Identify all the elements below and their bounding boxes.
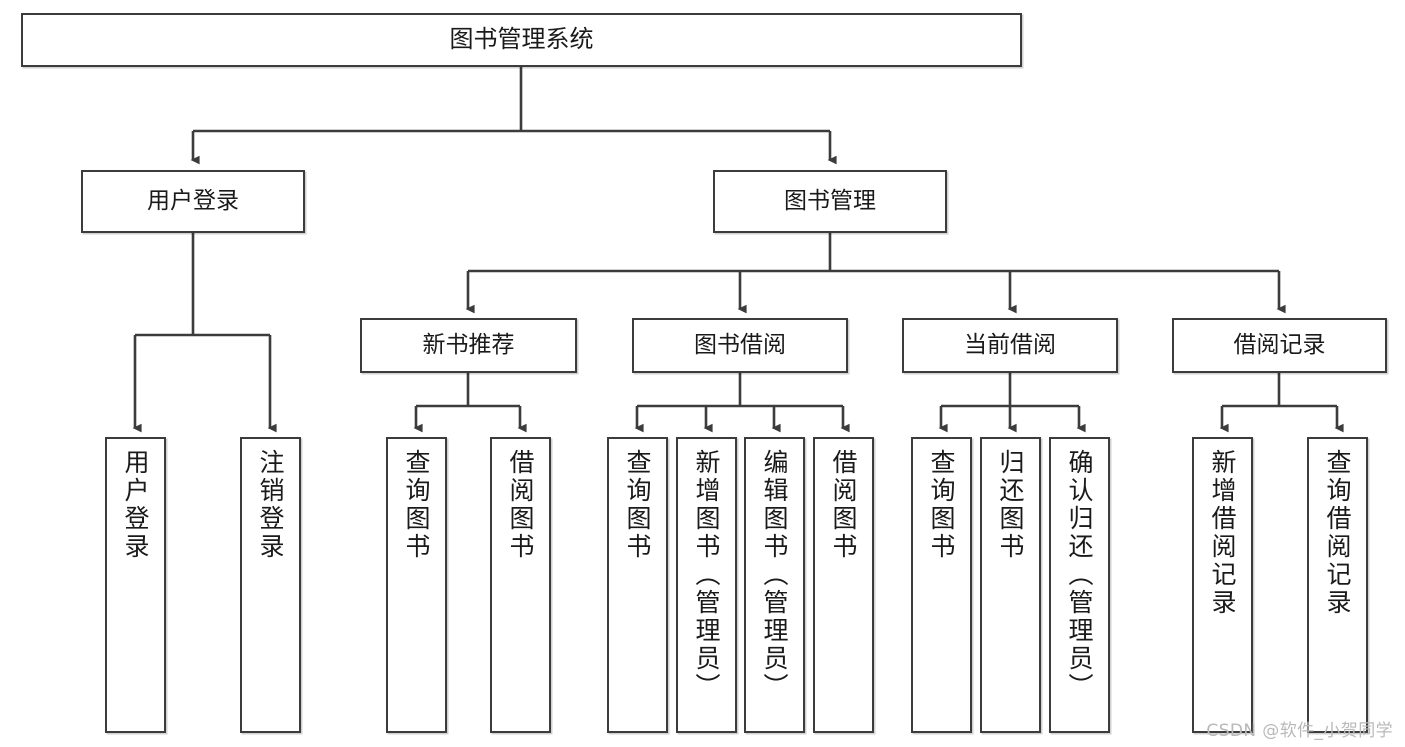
node-label: 借阅记录 xyxy=(1233,332,1326,359)
node-label: 用户登录 xyxy=(147,188,239,215)
leaf-book-borrow-edit[interactable]: 编辑图书（管理员） xyxy=(744,437,805,733)
node-label: 归还图书 xyxy=(996,449,1025,561)
leaf-current-borrow-query[interactable]: 查询图书 xyxy=(911,437,972,733)
node-label: 查询借阅记录 xyxy=(1323,449,1352,617)
node-label: 借阅图书 xyxy=(506,449,535,561)
node-current-borrow[interactable]: 当前借阅 xyxy=(902,318,1118,373)
node-label: 确认归还（管理员） xyxy=(1065,449,1094,701)
leaf-current-borrow-return[interactable]: 归还图书 xyxy=(980,437,1041,733)
leaf-borrow-record-add[interactable]: 新增借阅记录 xyxy=(1192,437,1253,733)
leaf-book-borrow-add[interactable]: 新增图书（管理员） xyxy=(676,437,737,733)
node-label: 查询图书 xyxy=(402,449,431,561)
node-label: 新增图书（管理员） xyxy=(692,449,721,701)
leaf-book-borrow-query[interactable]: 查询图书 xyxy=(607,437,668,733)
node-label: 图书管理 xyxy=(784,188,876,215)
leaf-user-login-signin[interactable]: 用户登录 xyxy=(105,437,166,733)
node-label: 当前借阅 xyxy=(964,332,1056,359)
node-label: 新增借阅记录 xyxy=(1208,449,1237,617)
node-label: 编辑图书（管理员） xyxy=(760,449,789,701)
node-borrow-record[interactable]: 借阅记录 xyxy=(1172,318,1387,373)
node-root-system[interactable]: 图书管理系统 xyxy=(21,13,1022,67)
leaf-book-borrow-lend[interactable]: 借阅图书 xyxy=(813,437,874,733)
leaf-new-book-borrow[interactable]: 借阅图书 xyxy=(490,437,551,733)
leaf-current-borrow-confirm[interactable]: 确认归还（管理员） xyxy=(1049,437,1110,733)
leaf-user-login-signout[interactable]: 注销登录 xyxy=(240,437,301,733)
csdn-watermark: CSDN @软件_小贺同学 xyxy=(1206,721,1393,741)
node-label: 查询图书 xyxy=(927,449,956,561)
node-label: 图书管理系统 xyxy=(449,25,594,54)
node-label: 用户登录 xyxy=(121,449,150,561)
node-book-management[interactable]: 图书管理 xyxy=(713,170,947,233)
node-label: 图书借阅 xyxy=(694,332,786,359)
node-label: 借阅图书 xyxy=(829,449,858,561)
node-new-book-recommend[interactable]: 新书推荐 xyxy=(360,318,577,373)
node-user-login[interactable]: 用户登录 xyxy=(81,170,305,233)
node-label: 注销登录 xyxy=(256,449,285,561)
node-book-borrow[interactable]: 图书借阅 xyxy=(632,318,848,373)
leaf-new-book-query[interactable]: 查询图书 xyxy=(386,437,447,733)
node-label: 新书推荐 xyxy=(422,332,515,359)
leaf-borrow-record-query[interactable]: 查询借阅记录 xyxy=(1307,437,1368,733)
node-label: 查询图书 xyxy=(623,449,652,561)
